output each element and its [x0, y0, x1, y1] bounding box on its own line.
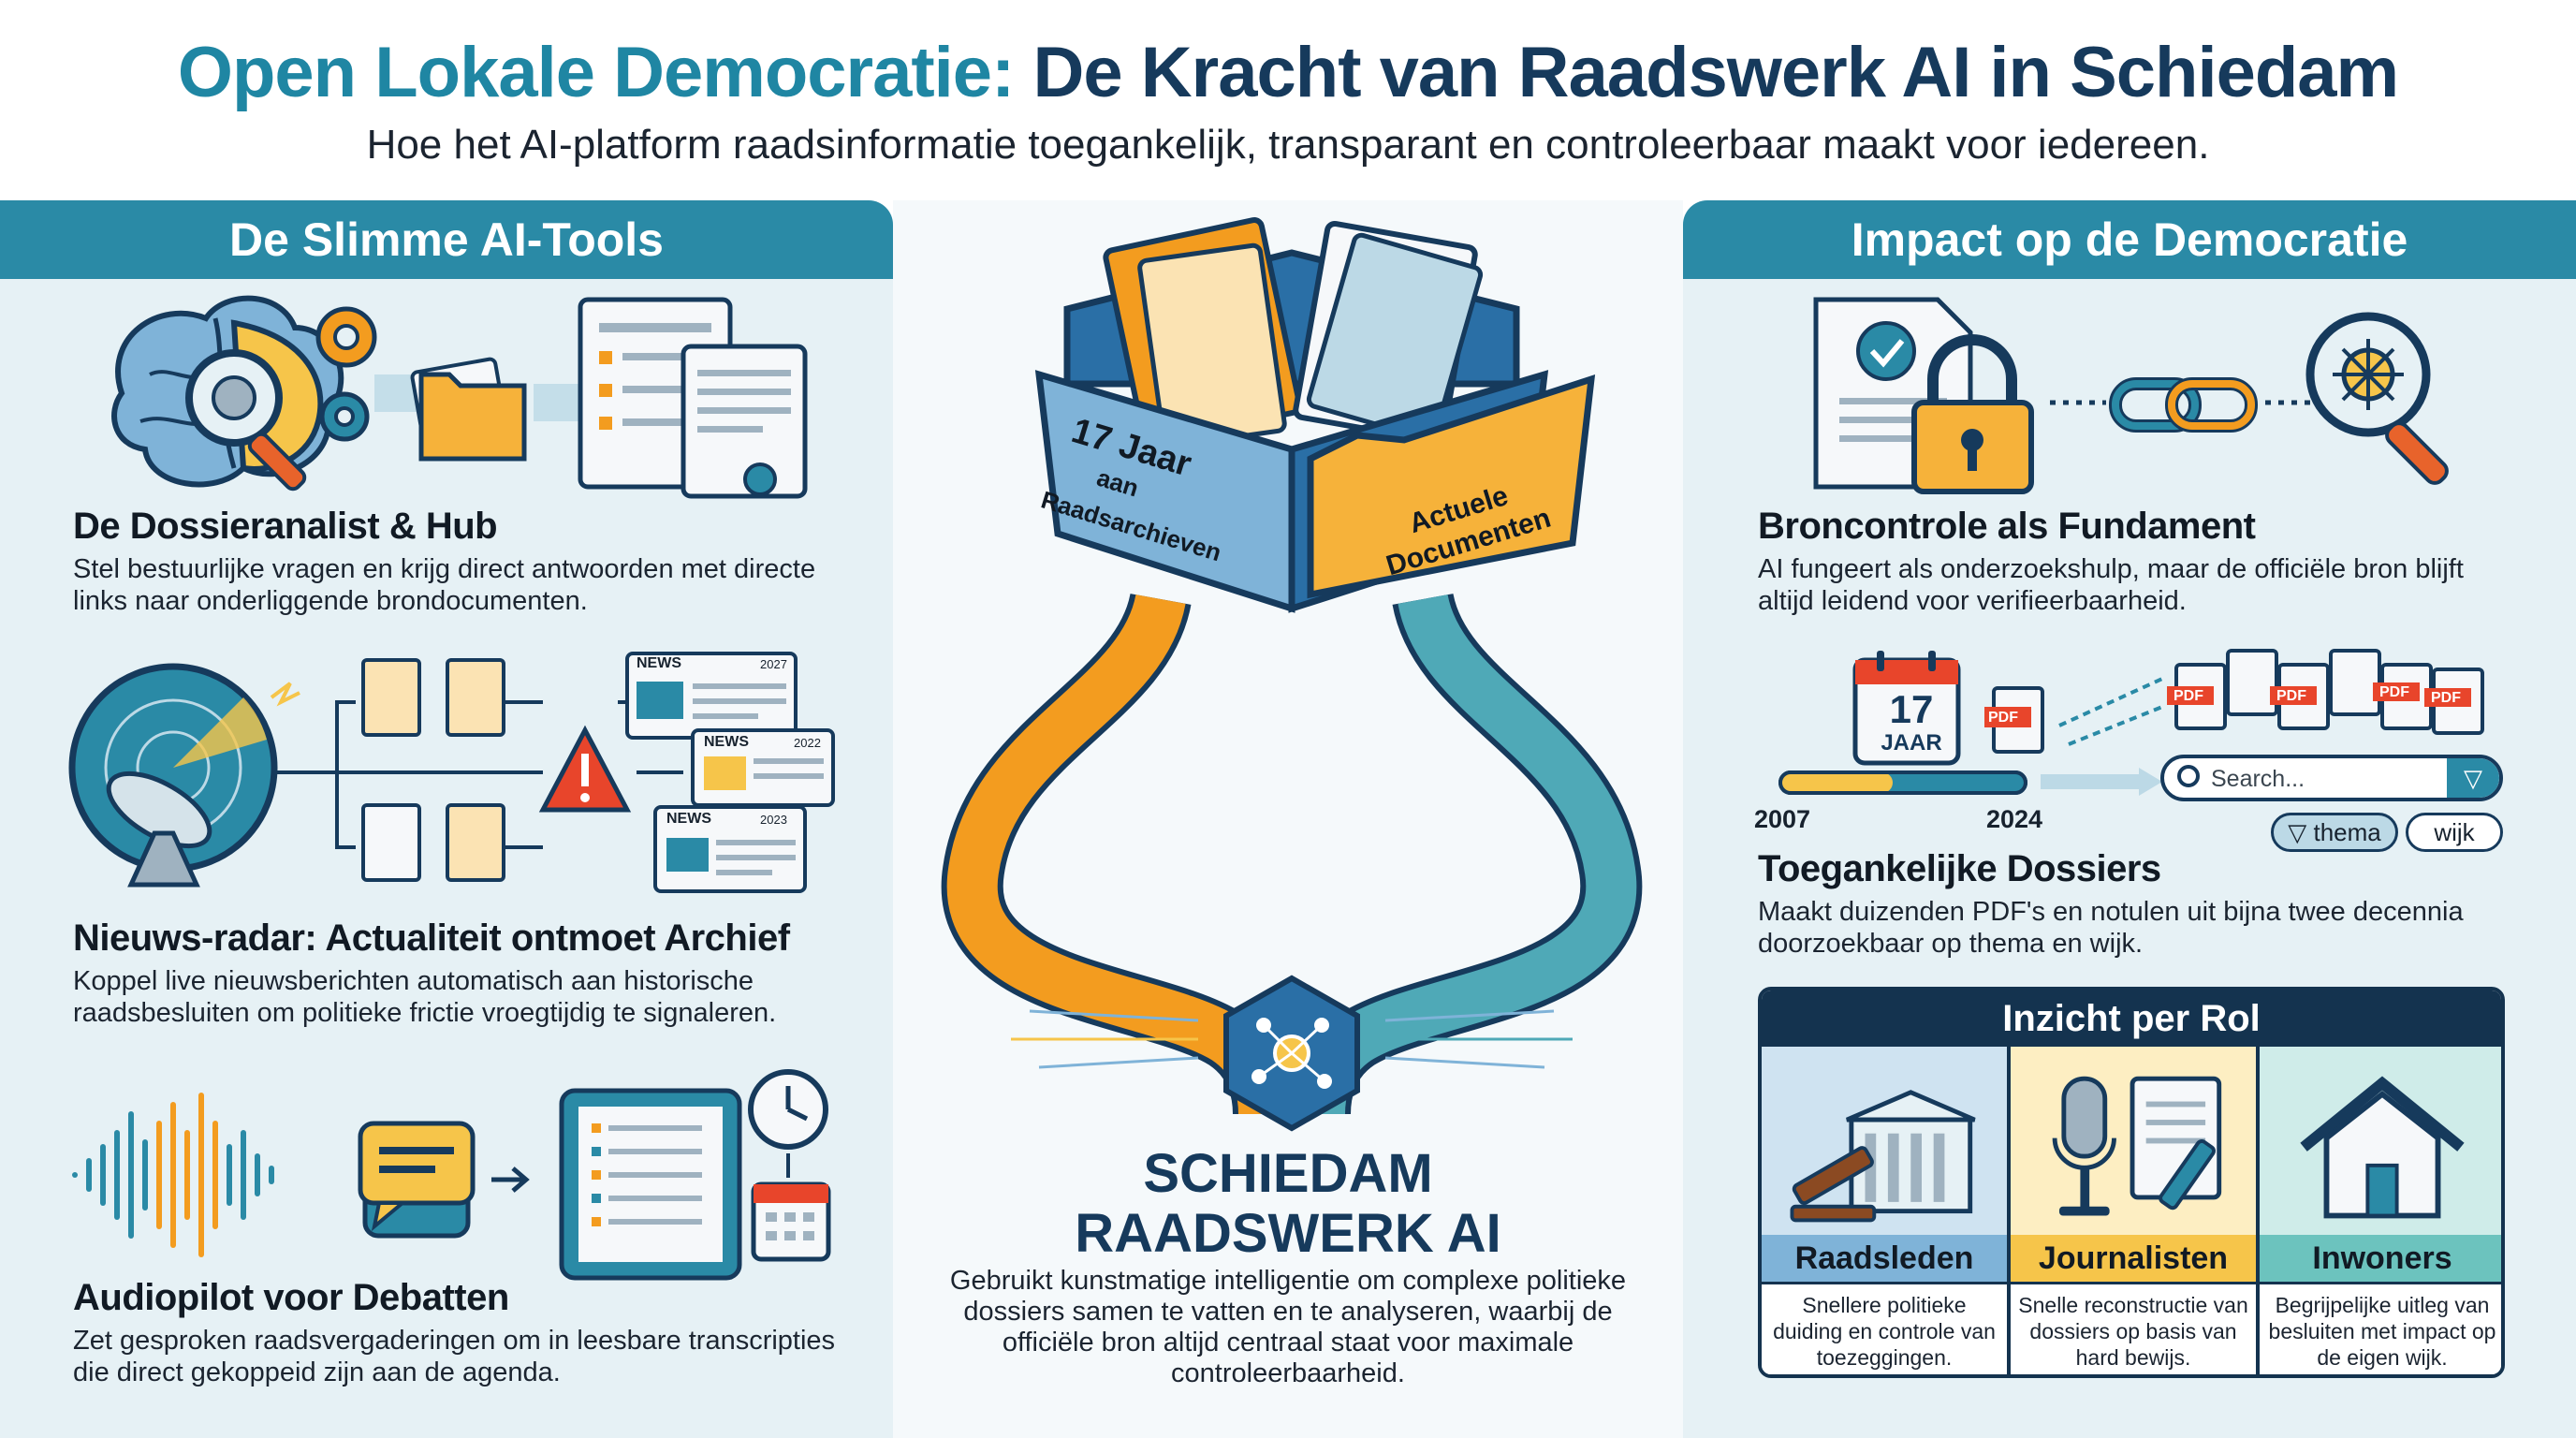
courthouse-gavel-icon	[1790, 1090, 1976, 1223]
role-label: Journalisten	[2011, 1235, 2256, 1282]
broncontrole-illustration	[1813, 297, 2449, 494]
warning-icon	[538, 725, 632, 813]
filter-icon[interactable]: ▽	[2447, 758, 2499, 798]
filter-icon: ▽	[2288, 818, 2314, 846]
microphone-notepad-icon	[2052, 1076, 2222, 1216]
role-journalisten: Journalisten Snelle reconstructie van do…	[2011, 1047, 2260, 1374]
calendar-icon	[1852, 651, 1961, 766]
section-audiopilot: Audiopilot voor Debatten Zet gesproken r…	[73, 1277, 841, 1388]
section-title: Toegankelijke Dossiers	[1758, 848, 2161, 889]
calendar-icon	[751, 1181, 831, 1262]
archive-flow-illustration	[941, 217, 1643, 1132]
signal-icon	[270, 682, 300, 707]
timeline-start: 2007	[1754, 805, 1811, 833]
page-title: Open Lokale Democratie: De Kracht van Ra…	[0, 32, 2576, 113]
pdf-stack-icon	[1984, 649, 2484, 754]
roles-heading: Inzicht per Rol	[1762, 990, 2501, 1047]
timeline-bar	[1778, 770, 2027, 795]
role-raadsleden: Raadsleden Snellere politieke duiding en…	[1762, 1047, 2011, 1374]
magnifier-icon	[185, 349, 307, 492]
lock-icon	[1911, 334, 2034, 494]
roles-table: Inzicht per Rol Raadsleden Snellere poli…	[1758, 987, 2505, 1378]
section-dossier-analist: De Dossieranalist & Hub Stel bestuurlijk…	[73, 506, 841, 617]
search-placeholder: Search...	[2211, 766, 2305, 792]
ai-hub-icon	[1223, 975, 1360, 1132]
section-title: Broncontrole als Fundament	[1758, 506, 2256, 547]
news-year: 2027	[760, 657, 787, 671]
pdf-label: PDF	[2379, 684, 2409, 700]
role-label: Raadsleden	[1762, 1235, 2007, 1282]
news-label: NEWS	[637, 655, 681, 671]
folder-icon	[410, 357, 527, 462]
chip-label: wijk	[2434, 818, 2475, 846]
audio-wave-icon	[72, 1093, 274, 1257]
timeline-end: 2024	[1986, 805, 2043, 833]
title-rest: De Kracht van Raadswerk AI in Schiedam	[1032, 33, 2400, 112]
dossier-analyst-illustration	[111, 295, 808, 499]
section-desc: AI fungeert als onderzoekshulp, maar de …	[1758, 554, 2464, 616]
brand-line: SCHIEDAM	[1143, 1143, 1433, 1204]
news-year: 2023	[760, 813, 787, 827]
chip-wijk[interactable]: wijk	[2406, 813, 2503, 852]
circuit-lines	[1011, 1009, 1573, 1069]
toegankelijke-dossiers-illustration	[1778, 649, 2484, 796]
role-desc: Snelle reconstructie van dossiers op bas…	[2011, 1282, 2256, 1374]
pdf-label: PDF	[2431, 690, 2461, 706]
section-title: De Dossieranalist & Hub	[73, 506, 498, 547]
news-label: NEWS	[666, 811, 711, 827]
chat-bubble-icon	[358, 1121, 476, 1239]
role-label: Inwoners	[2260, 1235, 2501, 1282]
clock-icon	[748, 1069, 828, 1150]
tools-panel-heading: De Slimme AI-Tools	[0, 200, 893, 279]
section-desc: Stel bestuurlijke vragen en krijg direct…	[73, 554, 816, 616]
arrow-icon	[491, 1167, 530, 1193]
chip-thema[interactable]: ▽ thema	[2271, 813, 2398, 852]
section-broncontrole: Broncontrole als Fundament AI fungeert a…	[1758, 506, 2525, 617]
document-icons	[361, 658, 505, 882]
section-nieuws-radar: Nieuws-radar: Actualiteit ontmoet Archie…	[73, 917, 841, 1029]
pdf-label: PDF	[2174, 688, 2203, 704]
role-inwoners: Inwoners Begrijpelijke uitleg van beslui…	[2260, 1047, 2501, 1374]
search-bar[interactable]: Search... ▽	[2160, 755, 2503, 801]
calendar-label: JAAR	[1881, 730, 1942, 756]
radar-dish-icon	[68, 663, 278, 888]
section-title: Nieuws-radar: Actualiteit ontmoet Archie…	[73, 917, 790, 959]
page-subtitle: Hoe het AI-platform raadsinformatie toeg…	[366, 122, 2210, 168]
calendar-number: 17	[1889, 687, 1934, 731]
tablet-icon	[559, 1088, 742, 1281]
chip-label: thema	[2313, 818, 2381, 846]
section-desc: Zet gesproken raadsvergaderingen om in l…	[73, 1326, 836, 1387]
role-desc: Begrijpelijke uitleg van besluiten met i…	[2260, 1282, 2501, 1374]
pdf-label: PDF	[1988, 710, 2018, 726]
role-desc: Snellere politieke duiding en controle v…	[1762, 1282, 2007, 1374]
flow-ribbon-orange	[941, 592, 1295, 1116]
title-accent: Open Lokale Democratie:	[177, 33, 1015, 112]
audiopilot-illustration	[72, 1069, 831, 1281]
news-label: NEWS	[704, 734, 749, 750]
gear-icon	[315, 306, 377, 442]
news-cards-illustration	[625, 652, 835, 893]
magnifier-icon	[2305, 312, 2449, 485]
flow-ribbon-teal	[1289, 592, 1643, 1116]
document-stack-icon	[578, 297, 808, 499]
section-toegankelijke-dossiers: Toegankelijke Dossiers Maakt duizenden P…	[1758, 848, 2525, 960]
chain-link-icon	[2109, 377, 2258, 433]
section-desc: Maakt duizenden PDF's en notulen uit bij…	[1758, 897, 2464, 959]
impact-panel-heading: Impact op de Democratie	[1683, 200, 2576, 279]
section-desc: Koppel live nieuwsberichten automatisch …	[73, 966, 777, 1028]
news-radar-illustration	[68, 658, 683, 888]
brand-description: Gebruikt kunstmatige intelligentie om co…	[949, 1266, 1627, 1388]
news-year: 2022	[794, 736, 821, 750]
section-title: Audiopilot voor Debatten	[73, 1277, 509, 1318]
brand-line: RAADSWERK AI	[1075, 1203, 1501, 1264]
pdf-label: PDF	[2276, 688, 2306, 704]
header: Open Lokale Democratie: De Kracht van Ra…	[0, 0, 2576, 187]
search-icon	[2177, 765, 2200, 787]
motion-lines	[2058, 677, 2163, 746]
house-icon	[2300, 1076, 2465, 1219]
brand-name: SCHIEDAM RAADSWERK AI	[893, 1144, 1683, 1264]
archive-box-icon	[1034, 217, 1596, 613]
